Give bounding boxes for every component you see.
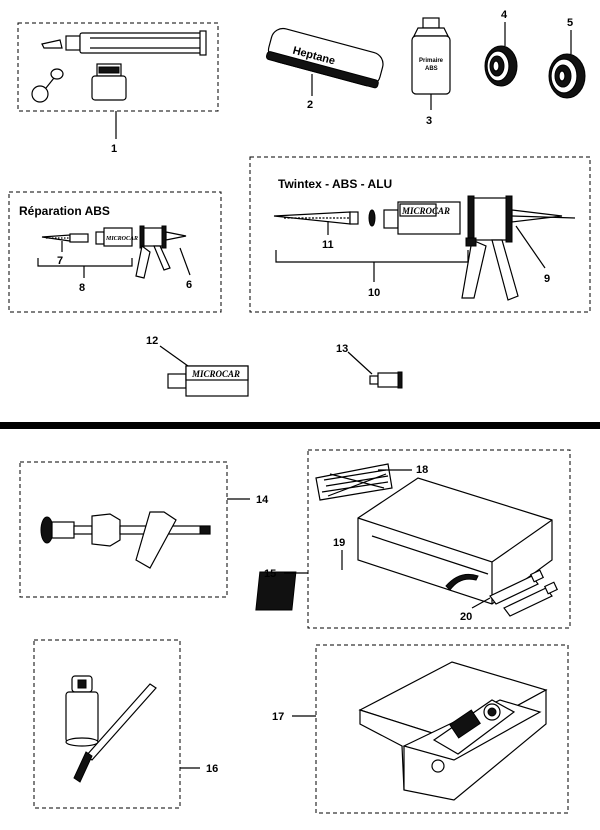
- section-divider: [0, 422, 600, 429]
- primer-bottle: [411, 35, 451, 95]
- primer-label-line2: ABS: [425, 66, 438, 72]
- dispensing-gun-large: [461, 195, 576, 301]
- tape-roll-5-group: 5: [548, 17, 586, 99]
- cartridge-small-brand: MICROCAR: [105, 236, 138, 242]
- meter-17-box: [315, 644, 569, 814]
- leader-13: [347, 351, 373, 375]
- callout-5: 5: [567, 17, 573, 29]
- syringe-drawing: [41, 30, 207, 56]
- cartridge-13-group: 13: [336, 343, 403, 389]
- cartridge-12-brand: MICROCAR: [191, 369, 240, 379]
- callout-10: 10: [368, 287, 380, 299]
- reparation-abs-box: [8, 191, 222, 313]
- callout-13: 13: [336, 343, 348, 355]
- leader-12: [159, 345, 189, 367]
- leader-20: [471, 597, 491, 609]
- cap-drawing: [31, 68, 64, 103]
- primer-label-line1: Primaire: [419, 58, 444, 64]
- callout-3: 3: [426, 115, 432, 127]
- reparation-abs-group: Réparation ABS MICROCAR 7 8 6: [8, 191, 222, 313]
- callout-7: 7: [57, 255, 63, 267]
- bracket-8: [37, 258, 133, 267]
- meter-device: [431, 699, 516, 773]
- primer-bottle-group: Primaire ABS 3: [411, 17, 451, 127]
- carrying-case-15: [357, 477, 553, 605]
- applicator-rod: [73, 683, 157, 783]
- tubes-20: [489, 569, 559, 617]
- callout-6: 6: [186, 279, 192, 291]
- bracket-10: [275, 250, 469, 263]
- tool-16-box: [33, 639, 181, 809]
- callout-1: 1: [111, 143, 117, 155]
- kit-1-box: [17, 22, 219, 112]
- callout-12: 12: [146, 335, 158, 347]
- callout-20: 20: [460, 611, 472, 623]
- tape-roll-4-group: 4: [484, 9, 518, 87]
- callout-4: 4: [501, 9, 508, 21]
- jar-drawing: [91, 63, 127, 101]
- case-15-box: [307, 449, 571, 629]
- callout-11: 11: [322, 239, 334, 251]
- leader-6: [179, 247, 191, 276]
- callout-9: 9: [544, 273, 550, 285]
- heptane-group: Heptane 2: [265, 27, 384, 111]
- callout-19: 19: [333, 537, 345, 549]
- cartridge-large: MICROCAR: [383, 201, 461, 235]
- meter-17-group: 17: [272, 644, 569, 814]
- tool-16-group: 16: [33, 639, 218, 809]
- callout-16: 16: [206, 763, 218, 775]
- mixing-nozzle-small: [41, 233, 89, 243]
- reparation-abs-title: Réparation ABS: [19, 204, 110, 218]
- cartridge-large-brand: MICROCAR: [401, 206, 450, 216]
- callout-15: 15: [264, 568, 276, 580]
- dispensing-gun-small: [135, 225, 187, 279]
- callout-8: 8: [79, 282, 85, 294]
- weight-block: [65, 675, 99, 747]
- callout-18: 18: [416, 464, 428, 476]
- tool-14-group: 14: [19, 461, 269, 598]
- brushes-18: [315, 463, 393, 501]
- twintex-group: Twintex - ABS - ALU MICROCAR: [249, 156, 591, 313]
- cartridge-small: MICROCAR: [95, 227, 138, 247]
- twintex-box: [249, 156, 591, 313]
- tool-14-drawing: [40, 511, 211, 569]
- case-15-group: 18 19 20 15: [255, 449, 571, 629]
- leader-9: [515, 225, 546, 269]
- callout-14: 14: [256, 494, 269, 506]
- kit-1-group: 1: [17, 22, 219, 155]
- cartridge-12-group: MICROCAR 12: [146, 335, 249, 397]
- cartridge-13: [377, 372, 401, 388]
- mixing-nozzle-large: [273, 209, 376, 227]
- tool-14-box: [19, 461, 228, 598]
- twintex-title: Twintex - ABS - ALU: [278, 177, 392, 191]
- callout-17: 17: [272, 711, 284, 723]
- abrasive-pad-19: [255, 571, 297, 611]
- callout-2: 2: [307, 99, 313, 111]
